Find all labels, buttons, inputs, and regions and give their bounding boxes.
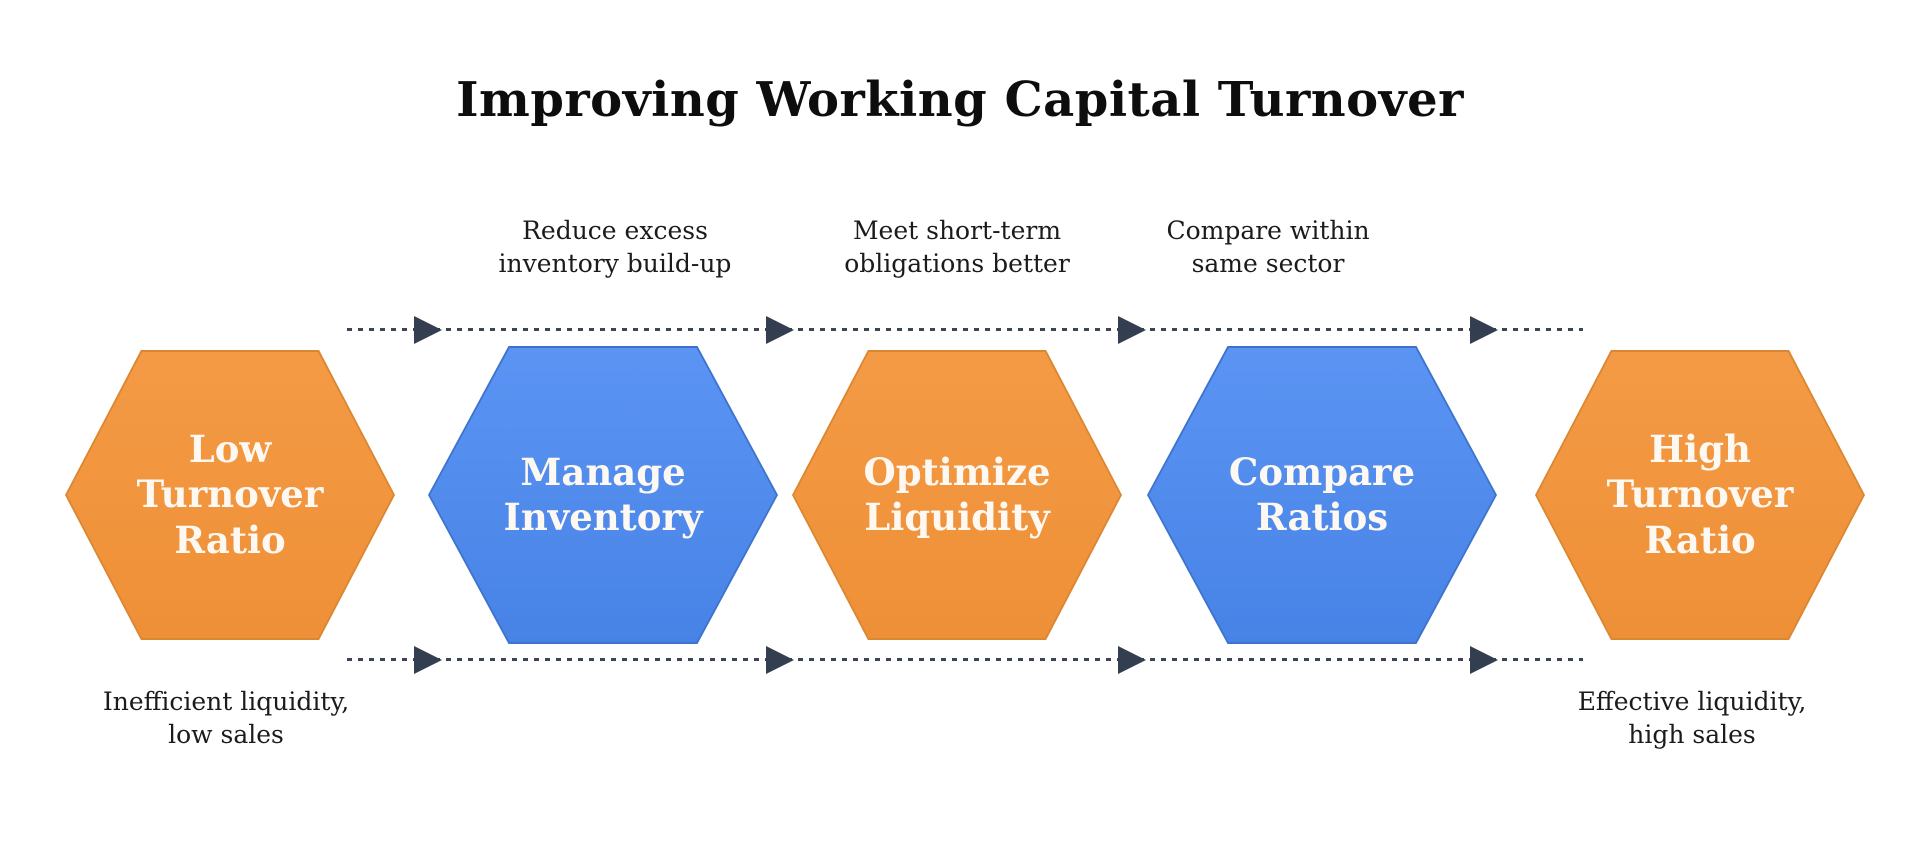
arrow-right-icon (414, 316, 442, 344)
annotation-meet-short-term-obligations: Meet short-term obligations better (844, 216, 1070, 278)
arrow-right-icon (414, 646, 442, 674)
hexagon-label: Low Turnover Ratio (136, 427, 324, 562)
hexagon-label: Manage Inventory (503, 449, 703, 539)
hexagon-label: Optimize Liquidity (863, 449, 1051, 539)
annotation-effective-liquidity: Effective liquidity, high sales (1577, 687, 1807, 749)
hexagon-fill: Optimize Liquidity (794, 352, 1120, 638)
annotation-inefficient-liquidity: Inefficient liquidity, low sales (102, 687, 350, 749)
hexagon-label: Compare Ratios (1228, 449, 1416, 539)
hexagon-label: High Turnover Ratio (1606, 427, 1794, 562)
hexagon-stage-high-turnover-ratio: High Turnover Ratio (1535, 350, 1865, 640)
hexagon-stage-optimize-liquidity: Optimize Liquidity (792, 350, 1122, 640)
arrow-right-icon (766, 646, 794, 674)
annotation-compare-within-sector: Compare within same sector (1166, 216, 1370, 278)
hexagon-fill: High Turnover Ratio (1537, 352, 1863, 638)
arrow-right-icon (1118, 316, 1146, 344)
hexagon-fill: Compare Ratios (1149, 348, 1495, 642)
arrow-right-icon (1118, 646, 1146, 674)
hexagon-fill: Manage Inventory (430, 348, 776, 642)
arrow-right-icon (1470, 316, 1498, 344)
diagram-title: Improving Working Capital Turnover (456, 72, 1464, 128)
annotation-reduce-excess-inventory: Reduce excess inventory build-up (498, 216, 732, 278)
hexagon-stage-low-turnover-ratio: Low Turnover Ratio (65, 350, 395, 640)
hexagon-stage-compare-ratios: Compare Ratios (1147, 346, 1497, 644)
dotted-flow-line-top (347, 328, 1583, 331)
hexagon-fill: Low Turnover Ratio (67, 352, 393, 638)
dotted-flow-line-bottom (347, 658, 1583, 661)
hexagon-stage-manage-inventory: Manage Inventory (428, 346, 778, 644)
arrow-right-icon (1470, 646, 1498, 674)
arrow-right-icon (766, 316, 794, 344)
